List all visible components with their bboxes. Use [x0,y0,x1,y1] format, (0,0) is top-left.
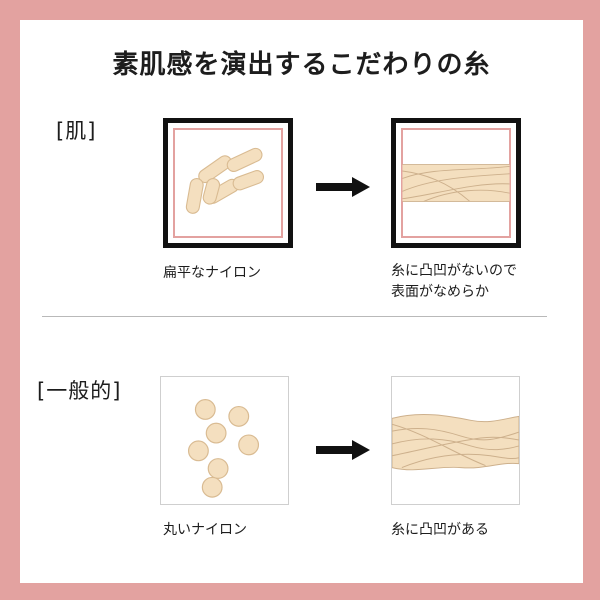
round-nylon-fibers-icon [187,399,260,498]
right-arrow-icon [316,440,370,460]
uneven-yarn-caption: 糸に凸凹がある [391,522,489,538]
uneven-yarn-icon [392,413,519,471]
page-title: 素肌感を演出するこだわりの糸 [112,50,491,80]
smooth-yarn-caption-line2: 表面がなめらか [391,284,489,300]
round-nylon-caption: 丸いナイロン [163,522,247,538]
section-divider [42,316,547,317]
content-panel: 素肌感を演出するこだわりの糸 [肌] [20,20,583,583]
section-label-skin: [肌] [56,119,97,143]
round-nylon-illustration [160,376,289,505]
flat-nylon-fibers-icon [185,147,264,214]
smooth-yarn-illustration [391,118,521,248]
flat-nylon-caption: 扁平なナイロン [163,265,261,281]
section-label-general: [一般的] [37,379,122,403]
right-arrow-icon [316,177,370,197]
smooth-yarn-icon [402,164,510,202]
uneven-yarn-illustration [391,376,520,505]
flat-nylon-illustration [163,118,293,248]
smooth-yarn-caption-line1: 糸に凸凹がないので [391,263,517,279]
